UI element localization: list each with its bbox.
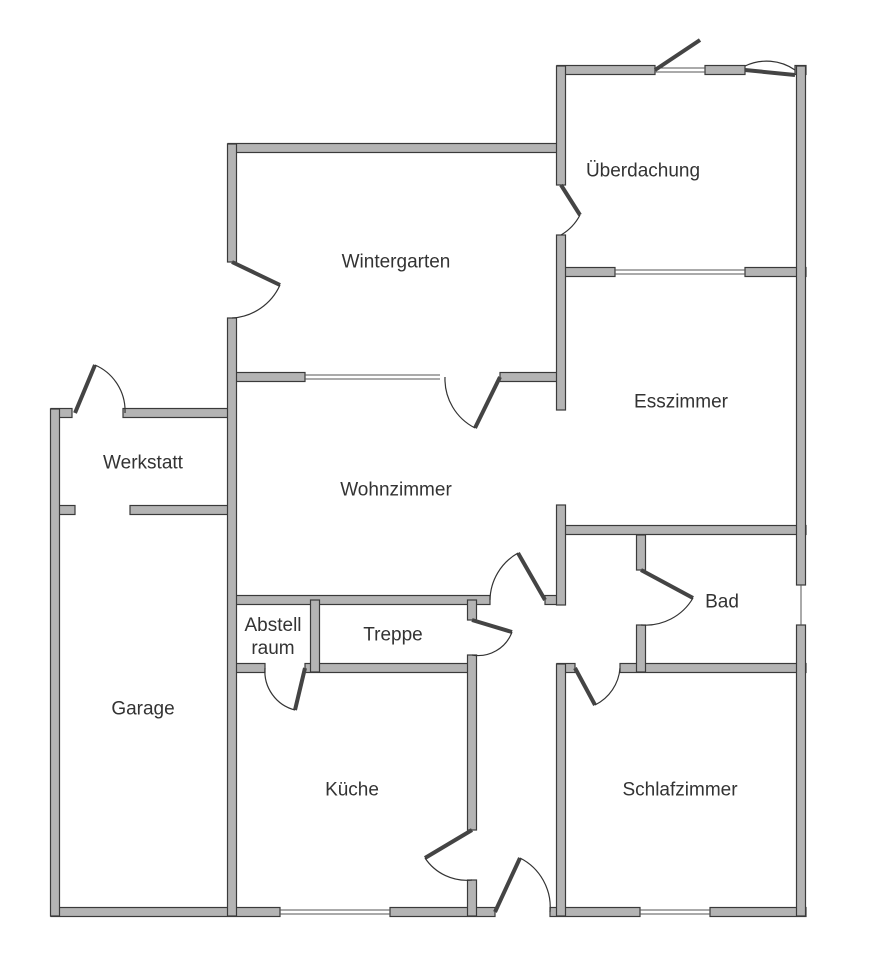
wall	[129, 504, 237, 516]
wall	[50, 906, 281, 918]
wall	[555, 234, 567, 411]
wall	[227, 142, 566, 154]
door-leaf	[471, 618, 513, 634]
door-leaf	[559, 183, 582, 217]
doors	[73, 38, 796, 913]
door-swing-arc	[489, 552, 519, 601]
wall	[556, 64, 656, 76]
wall	[226, 317, 238, 917]
door-swing-arc	[471, 631, 513, 657]
door-leaf	[516, 552, 547, 601]
wall	[556, 524, 807, 536]
walls	[49, 64, 807, 918]
wall	[795, 624, 807, 917]
door-leaf	[73, 364, 97, 414]
wall	[635, 534, 647, 571]
door-swing-arc	[519, 857, 551, 913]
wall	[226, 143, 238, 263]
wall	[122, 407, 237, 419]
wall	[555, 65, 567, 186]
room-label-kueche: Küche	[325, 779, 379, 801]
door-swing-arc	[94, 364, 126, 414]
door-swing-arc	[264, 667, 296, 711]
wall	[795, 65, 807, 586]
room-label-ueberdachung: Überdachung	[585, 160, 701, 182]
abstell-line1: Abstell	[244, 615, 302, 636]
room-label-werkstatt: Werkstatt	[103, 452, 183, 474]
wall	[304, 662, 476, 674]
wall	[619, 662, 807, 674]
door-swing-arc	[594, 667, 621, 706]
door-swing-arc	[744, 60, 796, 71]
abstell-line2: raum	[251, 638, 295, 659]
wall	[227, 594, 491, 606]
wall	[499, 371, 566, 383]
room-label-schlafzimmer: Schlafzimmer	[622, 779, 738, 801]
wall	[389, 906, 496, 918]
room-label-bad: Bad	[705, 591, 739, 613]
room-label-wohnzimmer: Wohnzimmer	[340, 479, 452, 501]
wall	[466, 879, 478, 917]
door-swing-arc	[231, 284, 281, 319]
door-leaf	[231, 260, 281, 287]
door-leaf	[640, 568, 694, 600]
wall	[466, 599, 478, 621]
room-label-treppe: Treppe	[363, 624, 423, 646]
door-swing-arc	[640, 597, 694, 626]
wall	[704, 64, 746, 76]
wall	[466, 654, 478, 831]
door-swing-arc	[560, 214, 581, 236]
windows	[280, 67, 802, 915]
wall	[49, 408, 61, 917]
door-swing-arc	[444, 376, 476, 429]
room-label-garage: Garage	[111, 698, 175, 720]
room-label-esszimmer: Esszimmer	[634, 391, 728, 413]
wall	[709, 906, 807, 918]
room-label-wintergarten: Wintergarten	[341, 251, 451, 273]
wall	[555, 663, 567, 917]
wall	[635, 624, 647, 673]
door-leaf	[744, 68, 796, 77]
door-leaf	[423, 828, 474, 860]
door-leaf	[473, 376, 502, 429]
door-leaf	[293, 667, 307, 711]
door-leaf	[653, 38, 702, 72]
wall	[309, 599, 321, 673]
wall	[555, 504, 567, 606]
door-swing-arc	[424, 857, 473, 881]
wall	[227, 371, 306, 383]
door-leaf	[493, 857, 522, 913]
door-leaf	[573, 667, 597, 706]
